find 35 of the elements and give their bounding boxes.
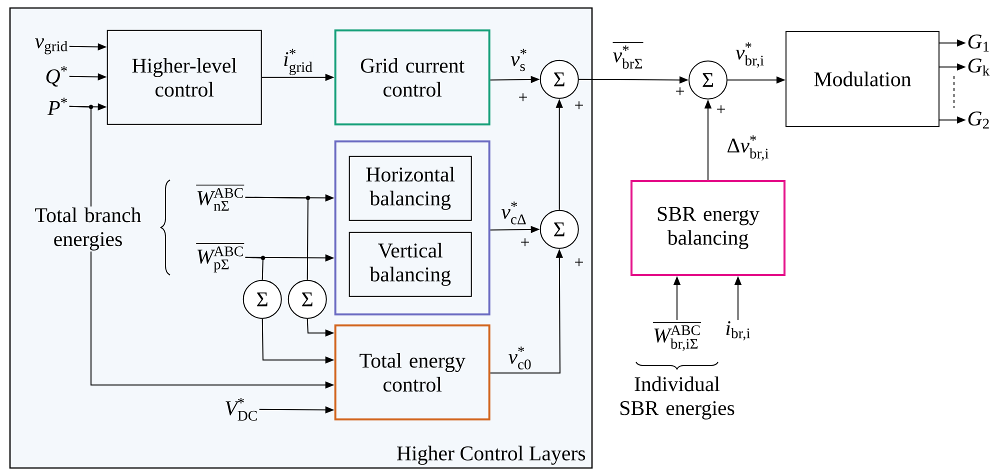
process-box: Grid current control: [334, 29, 490, 126]
plus-sign: +: [676, 87, 684, 96]
plus-sign: +: [717, 105, 725, 114]
edge-label: $i^{\text{*}}_{\text{grid}}$: [282, 48, 314, 76]
edge-label: $v^{\text{*}}_{\text{s}}$: [509, 48, 529, 72]
edge-label: $\overline{v^{\text{*}}_{\text{brΣ}}}$: [612, 40, 644, 70]
signal-label: $G_{\text{k}}$: [968, 58, 990, 76]
process-box: Modulation: [786, 31, 940, 127]
plus-sign: +: [519, 93, 527, 102]
edge-label: $v^{\text{*}}_{\text{cΔ}}$: [500, 200, 528, 226]
signal-label: $\overline{W^{\text{ABC}}_{\text{nΣ}}}$: [196, 185, 244, 211]
process-box: Higher-level control: [106, 30, 262, 125]
process-box: SBR energy balancing: [630, 180, 786, 276]
group-label: Individual SBR energies: [608, 376, 746, 420]
signal-label: $\overline{W^{\text{ABC}}_{\text{br,iΣ}}}$: [652, 322, 702, 351]
signal-label: $V^{\text{*}}_{\text{DC}}$: [226, 398, 257, 421]
signal-label: $v_{\text{grid}}$: [35, 38, 68, 54]
process-box: Total energy control: [334, 324, 490, 420]
process-box: Horizontal balancing: [348, 156, 472, 221]
signal-label: $P^{\text{*}}$: [47, 98, 67, 115]
edge-label: $\text{Δ}v^{\text{*}}_{\text{br,i}}$: [726, 134, 770, 162]
plus-sign: +: [521, 238, 529, 246]
signal-label: $G_{2}$: [968, 112, 989, 128]
process-box: Vertical balancing: [348, 232, 472, 297]
plus-sign: +: [575, 101, 583, 110]
edge-label: $v^{\text{*}}_{\text{br,i}}$: [734, 41, 766, 69]
signal-label: $\overline{W^{\text{ABC}}_{\text{pΣ}}}$: [196, 244, 244, 272]
connector-line: [244, 256, 264, 280]
signal-label: $i_{\text{br,i}}$: [726, 321, 750, 340]
plus-sign: +: [575, 258, 583, 266]
connector-line: [244, 196, 308, 280]
group-label: Total branch energies: [20, 206, 156, 252]
edge-label: $v^{\text{*}}_{\text{c0}}$: [507, 346, 533, 370]
signal-label: $Q^{\text{*}}$: [46, 66, 67, 87]
signal-label: $G_{1}$: [968, 34, 989, 52]
